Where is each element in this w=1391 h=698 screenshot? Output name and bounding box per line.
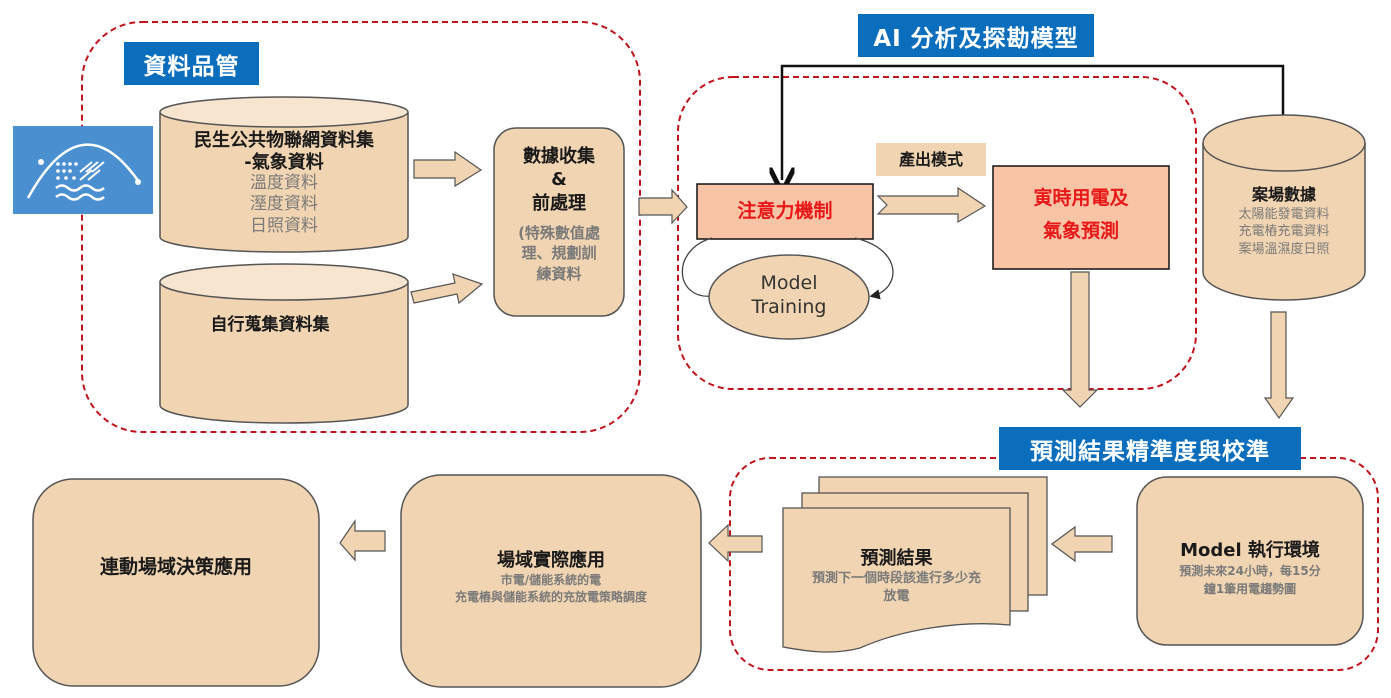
model-env-desc-2: 鐘1筆用電趨勢圖 [1203, 581, 1297, 596]
site-app-title: 場域實際應用 [497, 550, 605, 571]
site-app-desc-2: 充電樁與儲能系統的充放電策略調度 [454, 590, 647, 605]
iot-dataset-item: 日照資料 [250, 215, 318, 236]
model-training-line2: Training [751, 295, 827, 318]
site-data-item: 充電樁充電資料 [1238, 224, 1330, 240]
section-title-calibration: 預測結果精準度與校準 [999, 427, 1301, 470]
site-data-item: 案場溫濕度日照 [1238, 241, 1330, 257]
decision-box [32, 478, 320, 687]
self-dataset-title: 自行蒐集資料集 [210, 315, 330, 335]
arrow-env-to-results [1050, 525, 1113, 563]
iot-dataset-item: 溫度資料 [250, 173, 318, 194]
results-title: 預測結果 [860, 548, 933, 569]
feedback-line [782, 64, 1285, 180]
arrow-prediction-down [1061, 271, 1099, 408]
iot-dataset-subtitle: -氣象資料 [244, 151, 324, 173]
arrow-results-to-site-app [708, 523, 763, 563]
prediction-label: 寅時用電及 氣象預測 [993, 182, 1169, 249]
preprocess-title-1: 數據收集 [523, 146, 595, 167]
results-desc-1: 預測下一個時段該進行多少充 [811, 571, 981, 587]
model-training-line1: Model [760, 272, 818, 294]
results-label: 預測結果 預測下一個時段該進行多少充 放電 [783, 547, 1010, 605]
preprocess-box [493, 127, 625, 317]
region-ai-model [677, 76, 1197, 390]
site-app-desc-1: 市電/儲能系統的電 [500, 573, 602, 588]
arrow-attention-to-prediction [876, 186, 987, 224]
site-data-title: 案場數據 [1251, 185, 1316, 204]
preprocess-note-2: 理、規劃訓 [521, 244, 597, 263]
model-env-desc-1: 預測未來24小時，每15分 [1179, 564, 1321, 579]
preprocess-title-2: & [551, 169, 567, 191]
iot-dataset-label: 民生公共物聯網資料集 -氣象資料 溫度資料 溼度資料 日照資料 [160, 130, 408, 237]
attention-label: 注意力機制 [737, 200, 833, 222]
site-app-label: 場域實際應用 市電/儲能系統的電 充電樁與儲能系統的充放電策略調度 [401, 549, 701, 606]
prediction-line1: 寅時用電及 [1033, 187, 1129, 209]
site-data-cylinder [1202, 114, 1366, 301]
section-title-ai-model: AI 分析及探勘模型 [858, 14, 1094, 57]
preprocess-label: 數據收集 & 前處理 (特殊數值處 理、規劃訓 練資料 [494, 145, 624, 284]
model-env-box [1136, 476, 1364, 646]
preprocess-title-3: 前處理 [532, 192, 586, 214]
prediction-box [992, 165, 1170, 270]
arrow-iot-to-preprocess [413, 150, 483, 188]
site-data-label: 案場數據 太陽能發電資料 充電樁充電資料 案場溫濕度日照 [1203, 185, 1365, 258]
site-app-box [400, 474, 702, 688]
section-title-data-quality: 資料品管 [124, 42, 259, 85]
prediction-line2: 氣象預測 [1042, 220, 1119, 243]
preprocess-note-3: 練資料 [536, 264, 582, 283]
results-desc-2: 放電 [883, 588, 910, 604]
iot-dataset-cylinder [159, 96, 409, 253]
self-dataset-cylinder [159, 263, 409, 424]
region-data-quality [81, 21, 641, 433]
arrow-preprocess-to-attention [638, 188, 688, 225]
decision-title: 連動場域決策應用 [99, 556, 252, 578]
climate-data-icon [13, 126, 153, 214]
iot-dataset-title: 民生公共物聯網資料集 [194, 130, 374, 151]
arrow-self-to-preprocess [410, 273, 484, 305]
model-env-label: Model 執行環境 預測未來24小時，每15分 鐘1筆用電趨勢圖 [1137, 538, 1363, 598]
output-mode-tag [876, 143, 986, 176]
arrow-site-app-to-decision [339, 519, 386, 562]
arrow-site-data-down [1263, 311, 1295, 420]
model-env-title: Model 執行環境 [1180, 540, 1320, 561]
results-document-stack [782, 476, 1048, 653]
site-data-item: 太陽能發電資料 [1238, 206, 1330, 222]
model-training-ellipse [708, 254, 870, 340]
output-mode-label: 產出模式 [898, 150, 963, 169]
training-loop [681, 237, 894, 296]
model-training-label: Model Training [709, 272, 869, 320]
iot-dataset-item: 溼度資料 [250, 194, 318, 215]
attention-box [696, 183, 874, 240]
preprocess-note-1: (特殊數值處 [518, 224, 600, 243]
